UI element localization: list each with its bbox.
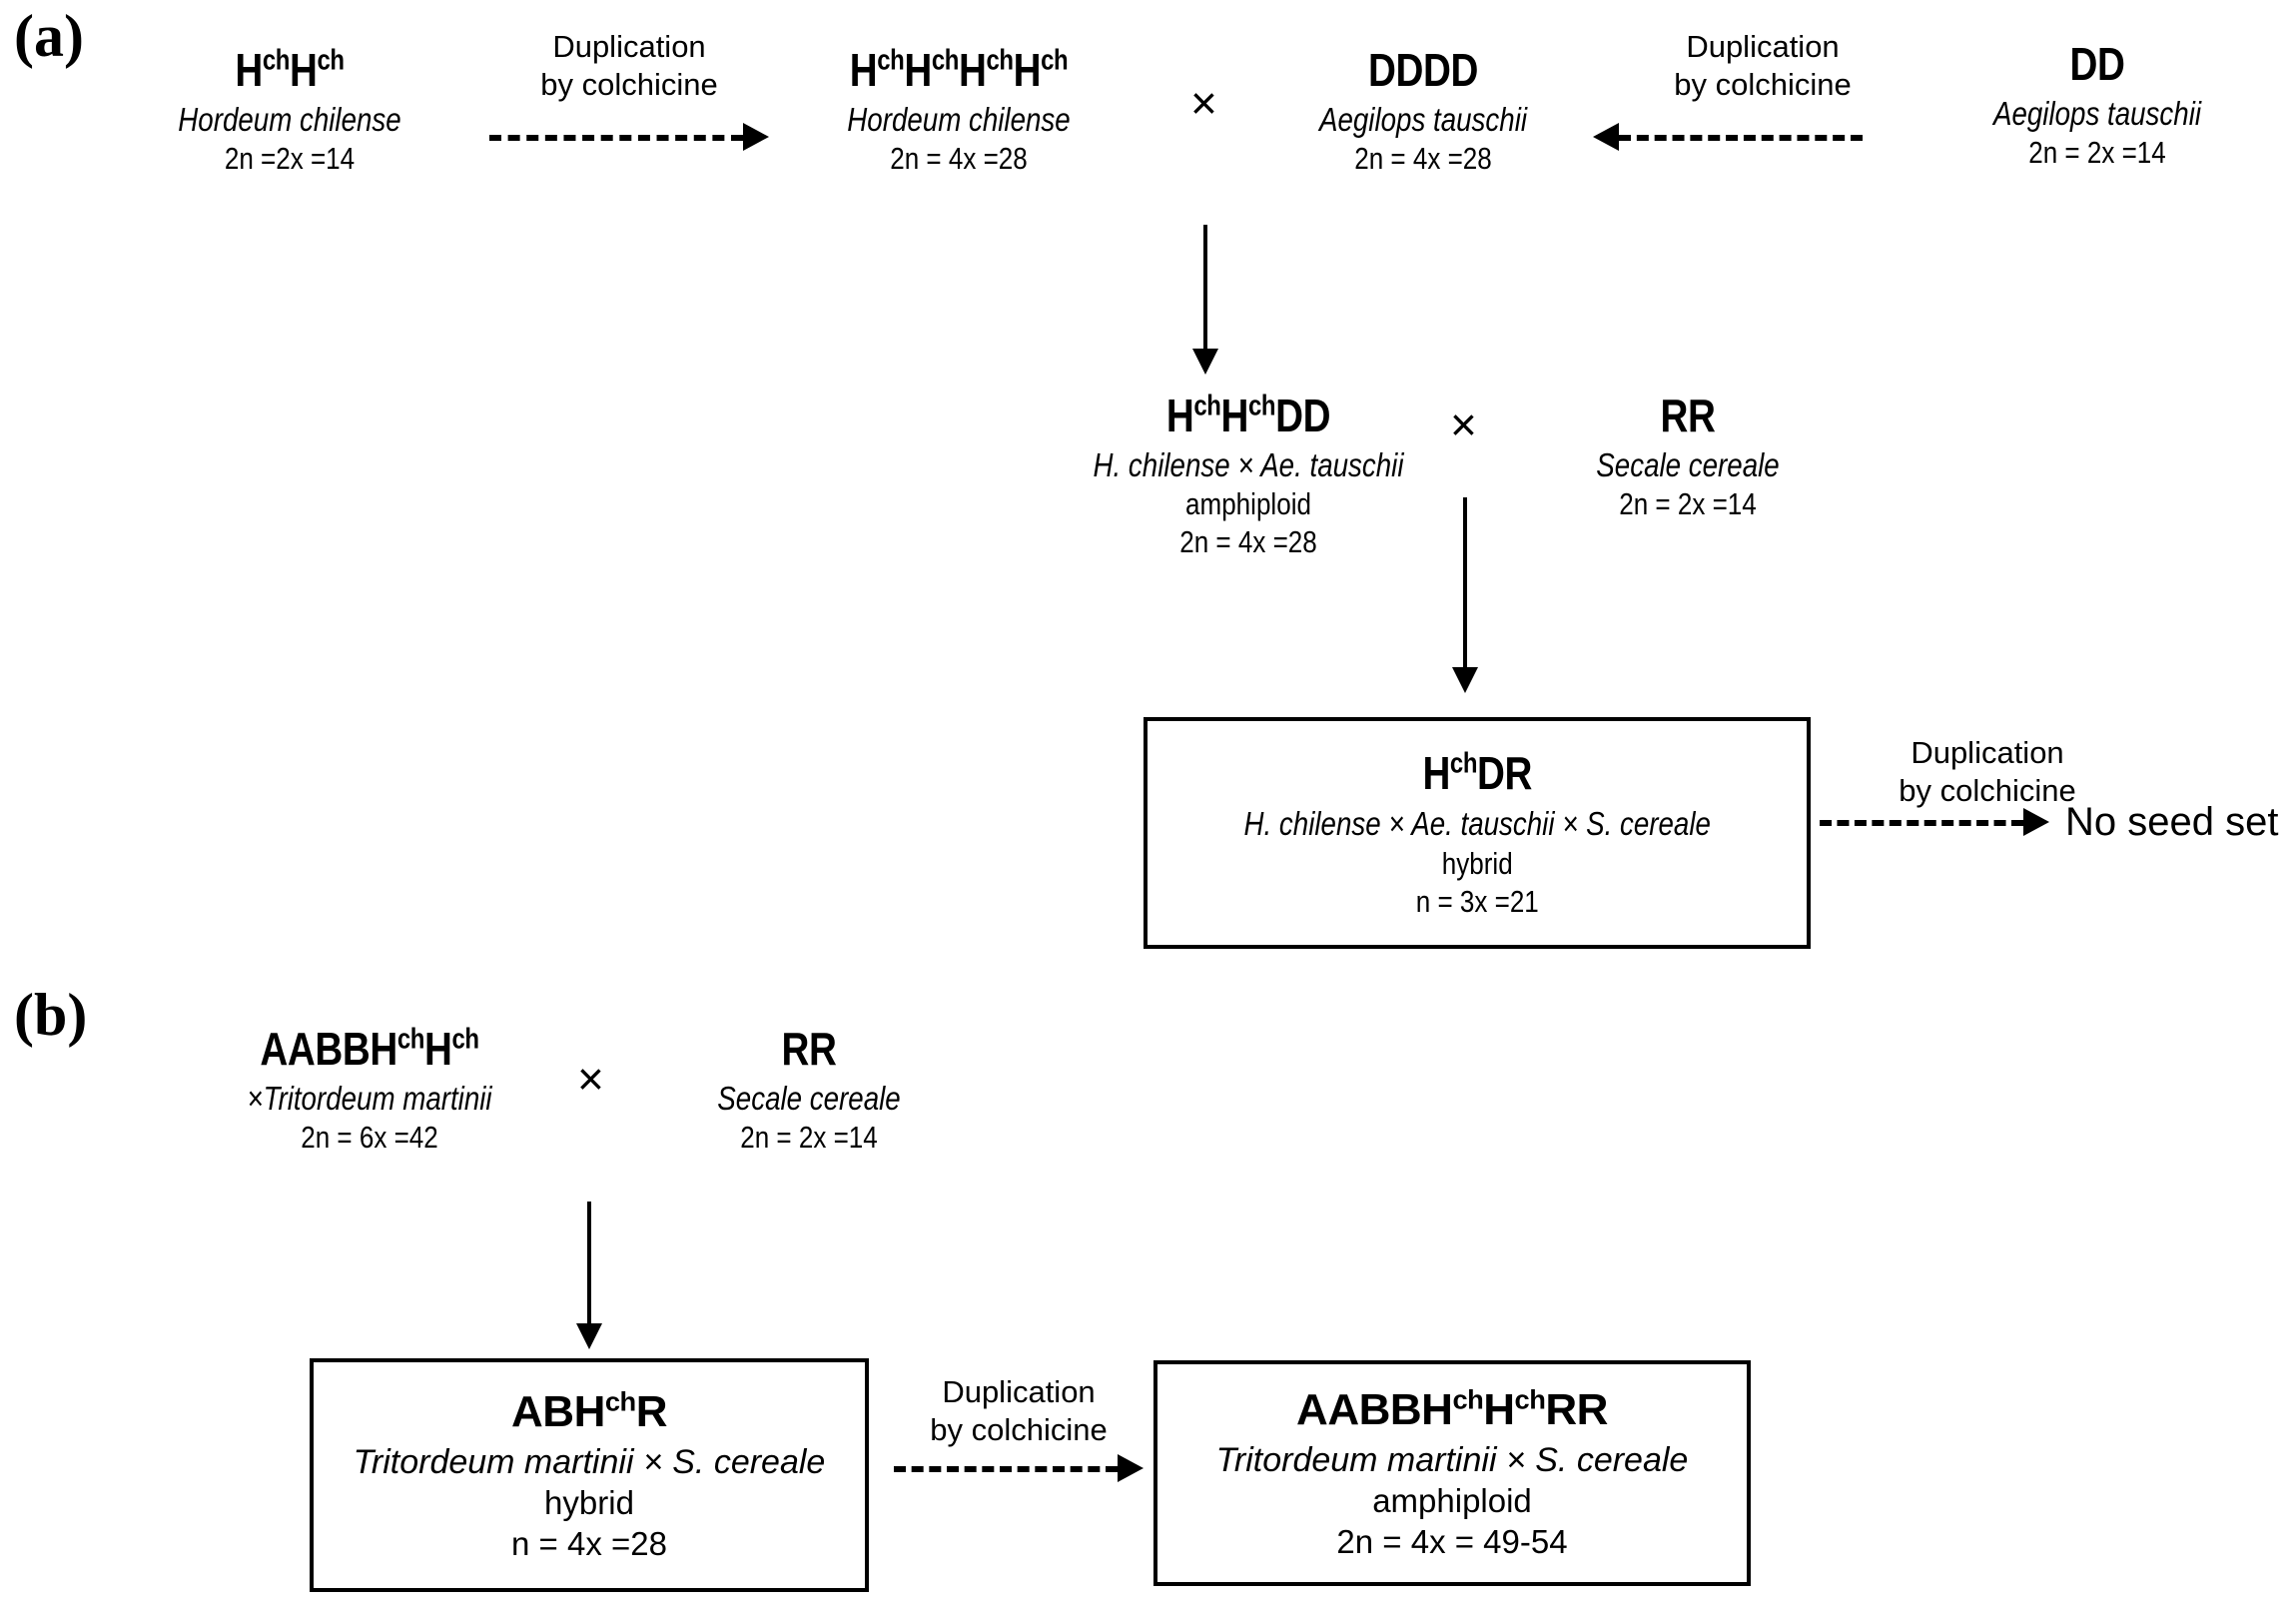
box-amphiploid-aabbhchhchrr: AABBHchHchRR Tritordeum martinii × S. ce…: [1153, 1360, 1751, 1586]
caption-line-1: Duplication: [942, 1374, 1096, 1409]
dashed-line: [489, 135, 743, 141]
genome-formula: AABBHchHch: [260, 1023, 479, 1075]
arrow-caption-duplication-terminal: Duplication by colchicine: [1828, 734, 2147, 811]
cross-symbol-2: ×: [1450, 399, 1477, 450]
species-name: Aegilops tauschii: [1992, 95, 2202, 133]
ploidy-level: 2n = 2x =14: [2028, 135, 2166, 171]
species-name: Hordeum chilense: [847, 101, 1071, 139]
genome-formula: HchHchHchHch: [849, 44, 1069, 96]
genome-formula: DDDD: [1368, 44, 1478, 96]
arrow-cross-to-hybrid: [1438, 497, 1492, 693]
terminal-note-no-seed-set: No seed set: [2065, 800, 2279, 844]
species-name: Aegilops tauschii: [1318, 101, 1528, 139]
ploidy-type: hybrid: [1441, 845, 1513, 881]
genome-formula: HchHch: [235, 44, 345, 96]
arrow-caption-duplication-right: Duplication by colchicine: [1603, 28, 1922, 105]
genome-formula: RR: [1660, 390, 1716, 441]
node-secale-cereale-b: RR Secale cereale 2n = 2x =14: [644, 1021, 974, 1157]
cross-symbol-3: ×: [577, 1053, 604, 1105]
caption-line-1: Duplication: [1911, 735, 2064, 770]
arrowhead-down-icon: [1452, 667, 1478, 693]
arrow-cross-to-hybrid-abhr: [562, 1202, 616, 1349]
caption-line-1: Duplication: [1686, 29, 1840, 64]
ploidy-level: 2n = 2x =14: [1619, 486, 1757, 522]
ploidy-level: 2n = 4x =28: [890, 141, 1028, 177]
arrow-duplication-bottom: [894, 1453, 1144, 1483]
ploidy-level: 2n = 2x =14: [740, 1120, 878, 1156]
caption-line-1: Duplication: [552, 29, 706, 64]
caption-line-2: by colchicine: [1899, 773, 2076, 809]
arrowhead-right-icon: [1118, 1454, 1144, 1482]
box-hybrid-abhchr: ABHchR Tritordeum martinii × S. cereale …: [310, 1358, 869, 1592]
dashed-line: [894, 1466, 1118, 1472]
arrow-cross-to-amphiploid: [1178, 225, 1232, 375]
arrow-duplication-left: [489, 122, 769, 152]
arrow-shaft: [587, 1202, 591, 1325]
ploidy-level: 2n = 4x =28: [1179, 524, 1317, 560]
species-name: H. chilense × Ae. tauschii × S. cereale: [1243, 804, 1711, 842]
arrowhead-right-icon: [743, 123, 769, 151]
node-amphiploid-hchhchdd: HchHchDD H. chilense × Ae. tauschii amph…: [1019, 388, 1478, 561]
arrowhead-left-icon: [1593, 123, 1619, 151]
node-hordeum-chilense-4x: HchHchHchHch Hordeum chilense 2n = 4x =2…: [769, 42, 1148, 178]
species-name: Tritordeum martinii × S. cereale: [1215, 1441, 1689, 1480]
dashed-line: [1619, 135, 1863, 141]
arrow-caption-duplication-bottom: Duplication by colchicine: [889, 1373, 1148, 1450]
node-tritordeum-martinii: AABBHchHch ×Tritordeum martinii 2n = 6x …: [160, 1021, 579, 1157]
node-aegilops-tauschii-4x: DDDD Aegilops tauschii 2n = 4x =28: [1253, 42, 1593, 178]
arrowhead-right-icon: [2023, 808, 2049, 836]
ploidy-type: amphiploid: [1185, 486, 1311, 522]
arrowhead-down-icon: [576, 1323, 602, 1349]
ploidy-level: 2n = 6x =42: [301, 1120, 438, 1156]
caption-line-2: by colchicine: [930, 1412, 1108, 1448]
genome-formula: HchHchDD: [1165, 390, 1331, 441]
panel-label-b: (b): [14, 982, 88, 1048]
caption-line-2: by colchicine: [540, 67, 718, 103]
dashed-line: [1820, 820, 2023, 826]
ploidy-level: 2n = 4x = 49-54: [1336, 1523, 1568, 1561]
genome-formula: HchDR: [1422, 746, 1532, 799]
arrow-caption-duplication-left: Duplication by colchicine: [469, 28, 789, 105]
panel-label-a: (a): [14, 3, 84, 69]
arrow-shaft: [1203, 225, 1207, 351]
node-secale-cereale-a: RR Secale cereale 2n = 2x =14: [1523, 388, 1853, 523]
genome-formula: ABHchR: [511, 1385, 667, 1436]
node-aegilops-tauschii-2x: DD Aegilops tauschii 2n = 2x =14: [1927, 36, 2267, 172]
species-name: Secale cereale: [1596, 446, 1780, 484]
box-hybrid-hchdr: HchDR H. chilense × Ae. tauschii × S. ce…: [1144, 717, 1811, 949]
species-name: H. chilense × Ae. tauschii: [1093, 446, 1404, 484]
species-name: Tritordeum martinii × S. cereale: [353, 1443, 826, 1482]
ploidy-type: hybrid: [544, 1484, 634, 1522]
ploidy-type: amphiploid: [1372, 1482, 1532, 1520]
ploidy-level: 2n = 4x =28: [1354, 141, 1492, 177]
cross-symbol-1: ×: [1190, 77, 1217, 129]
node-hordeum-chilense-2x: HchHch Hordeum chilense 2n =2x =14: [125, 42, 454, 178]
ploidy-level: n = 4x =28: [511, 1525, 667, 1563]
arrow-shaft: [1463, 497, 1467, 669]
species-name: ×Tritordeum martinii: [247, 1080, 492, 1118]
species-name: Hordeum chilense: [178, 101, 401, 139]
ploidy-level: 2n =2x =14: [224, 141, 356, 177]
genome-formula: DD: [2069, 38, 2125, 90]
genome-formula: AABBHchHchRR: [1296, 1383, 1608, 1434]
caption-line-2: by colchicine: [1674, 67, 1852, 103]
arrow-duplication-terminal: [1820, 807, 2049, 837]
ploidy-level: n = 3x =21: [1415, 883, 1539, 919]
genome-formula: RR: [781, 1023, 837, 1075]
arrowhead-down-icon: [1192, 349, 1218, 375]
arrow-duplication-right: [1593, 122, 1863, 152]
species-name: Secale cereale: [717, 1080, 901, 1118]
